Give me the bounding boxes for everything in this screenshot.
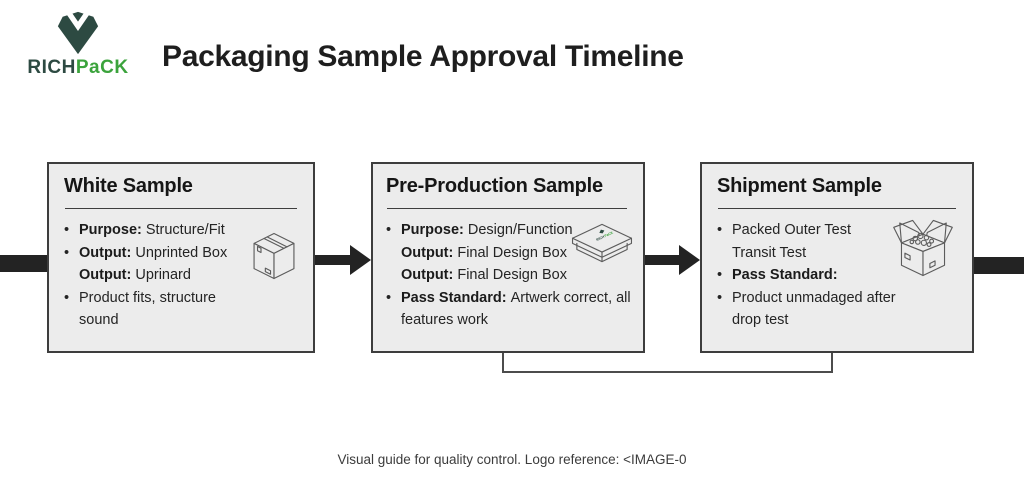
item-text: Final Design Box: [457, 267, 567, 283]
item-label: Purpose:: [401, 222, 464, 238]
brand-name-right: PaCK: [75, 57, 129, 78]
item-content: Packed Outer Test: [732, 219, 851, 242]
bullet-marker: [386, 242, 401, 265]
item-content: Transit Test: [732, 242, 806, 265]
brand-logo: RICHPaCK: [26, 10, 130, 79]
item-text: Design/Function: [467, 222, 573, 238]
flow-arrow-icon: [315, 245, 371, 275]
icon-brand-text-left: RICH: [596, 235, 606, 242]
item-label: Pass Standard:: [732, 267, 838, 283]
item-content: Pass Standard:Artwerk correct, all featu…: [401, 287, 636, 332]
title-underline: [387, 208, 627, 209]
timeline-stub-left: [0, 255, 49, 272]
bullet-item: Transit Test: [717, 242, 909, 265]
item-label: Output:: [401, 244, 454, 261]
bullet-item: • Output:Unprinted Box: [64, 242, 250, 265]
closed-box-icon: [253, 232, 295, 280]
item-text: Packed Outer Test: [732, 222, 852, 238]
bullet-marker: •: [717, 289, 723, 306]
bullet-marker: •: [717, 222, 723, 238]
bullet-marker: [64, 264, 79, 287]
item-label: Output:: [79, 267, 132, 283]
bullet-item: • Product fits, structure sound: [64, 287, 250, 332]
lidded-box-icon: RICH PaCK: [571, 223, 633, 263]
bullet-marker: [717, 242, 732, 265]
stage-card-white-sample: White Sample • Purpose:Structure/Fit • O…: [47, 162, 315, 353]
icon-brand-text-right: PaCK: [604, 230, 614, 238]
bullet-item: • Purpose:Design/Function: [386, 219, 636, 242]
diamond-icon: [57, 10, 99, 55]
item-text: Final Design Box: [457, 244, 567, 261]
item-content: Output:Unprinted Box: [79, 242, 227, 265]
brand-name-left: RICH: [27, 57, 76, 78]
brand-name: RICHPaCK: [26, 57, 130, 79]
stage-items: • Purpose:Design/Function Output:Final D…: [386, 219, 636, 332]
item-text: Product unmadaged after drop test: [732, 289, 896, 329]
bullet-item: • Pass Standard:Artwerk correct, all fea…: [386, 287, 636, 332]
bullet-marker: •: [64, 222, 70, 238]
page-title: Packaging Sample Approval Timeline: [162, 40, 684, 73]
bullet-item: • Purpose:Structure/Fit: [64, 219, 250, 242]
bullet-marker: •: [386, 222, 392, 238]
flow-arrow-icon: [644, 245, 700, 275]
open-box-icon: [893, 219, 953, 277]
stage-title: White Sample: [64, 175, 193, 197]
item-label: Output:: [401, 267, 454, 283]
item-content: Output:Uprinard: [79, 264, 191, 287]
bullet-marker: •: [64, 244, 70, 261]
item-label: Purpose:: [79, 222, 142, 238]
bullet-item: • Packed Outer Test: [717, 219, 909, 242]
item-text: Unprinted Box: [135, 244, 228, 261]
stage-items: • Packed Outer Test Transit Test • Pass …: [717, 219, 909, 332]
bullet-marker: [386, 264, 401, 287]
bullet-item: Output:Final Design Box: [386, 264, 636, 287]
item-content: Product unmadaged after drop test: [732, 287, 909, 332]
item-text: Transit Test: [732, 244, 807, 261]
title-underline: [65, 208, 297, 209]
connector-line: [502, 353, 833, 373]
bullet-marker: •: [717, 267, 723, 283]
stage-card-pre-production-sample: Pre-Production Sample • Purpose:Design/F…: [371, 162, 645, 353]
item-content: Output:Final Design Box: [401, 264, 567, 287]
item-text: Product fits, structure sound: [79, 289, 216, 329]
item-content: Purpose:Structure/Fit: [79, 219, 225, 242]
footer-caption: Visual guide for quality control. Logo r…: [337, 452, 687, 467]
bullet-item: Output:Uprinard: [64, 264, 250, 287]
bullet-marker: •: [64, 289, 70, 306]
timeline-stub-right: [973, 257, 1024, 274]
bullet-marker: •: [386, 289, 392, 306]
item-content: Pass Standard:: [732, 264, 842, 287]
bullet-item: • Product unmadaged after drop test: [717, 287, 909, 332]
item-label: Output:: [79, 244, 132, 261]
bullet-item: • Pass Standard:: [717, 264, 909, 287]
title-underline: [718, 208, 956, 209]
stage-items: • Purpose:Structure/Fit • Output:Unprint…: [64, 219, 250, 332]
item-text: Structure/Fit: [145, 222, 225, 238]
item-content: Purpose:Design/Function: [401, 219, 573, 242]
stage-title: Shipment Sample: [717, 175, 882, 197]
stage-title: Pre-Production Sample: [386, 175, 603, 197]
item-content: Output:Final Design Box: [401, 242, 567, 265]
item-text: Uprinard: [135, 267, 191, 283]
item-text: Artwerk correct, all features work: [401, 289, 631, 329]
stage-card-shipment-sample: Shipment Sample • Packed Outer Test Tran…: [700, 162, 974, 353]
item-content: Product fits, structure sound: [79, 287, 250, 332]
item-label: Pass Standard:: [401, 289, 507, 306]
bullet-item: Output:Final Design Box: [386, 242, 636, 265]
